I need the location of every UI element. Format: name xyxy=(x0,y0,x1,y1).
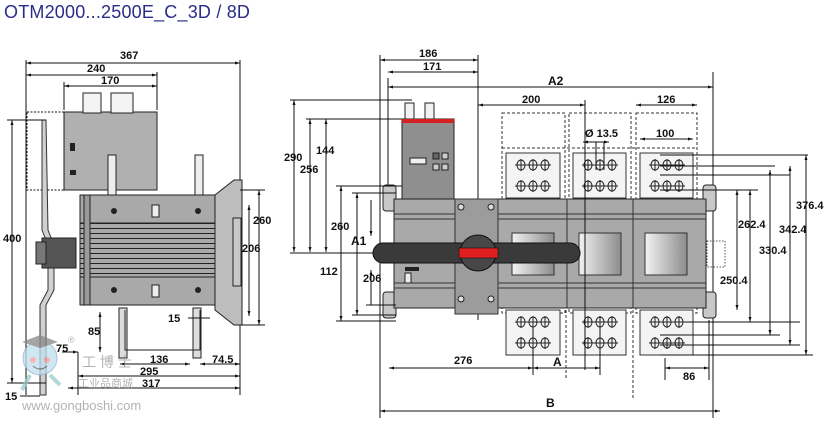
bolt-hole-icon xyxy=(527,316,539,328)
bolt-hole-icon xyxy=(594,159,606,171)
bolt-hole-icon xyxy=(606,316,618,328)
bolt-hole-icon xyxy=(673,316,685,328)
watermark-brand: 工 博 士 xyxy=(82,354,132,370)
drawing-title: OTM2000...2500E_C_3D / 8D xyxy=(4,2,251,22)
watermark-subtitle: 工业品商城 xyxy=(78,376,133,390)
dim-256: 256 xyxy=(300,164,318,176)
bolt-hole-icon xyxy=(649,159,661,171)
front-view-labels: 186 171 A2 200 126 Ø 13.5 100 290 256 14… xyxy=(284,48,824,410)
dim-200: 200 xyxy=(522,94,540,106)
dim-290: 290 xyxy=(284,152,302,164)
bolt-hole-icon xyxy=(582,159,594,171)
side-view xyxy=(7,60,265,397)
bolt-hole-icon xyxy=(539,316,551,328)
bolt-hole-icon xyxy=(527,337,539,349)
dim-A1: A1 xyxy=(351,234,367,248)
dim-240: 240 xyxy=(87,63,105,75)
rotary-handle xyxy=(372,234,581,272)
dim-276: 276 xyxy=(454,355,472,367)
dim-A2: A2 xyxy=(548,74,564,88)
bolt-hole-icon xyxy=(661,180,673,192)
bolt-hole-icon xyxy=(539,337,551,349)
dim-186: 186 xyxy=(419,48,437,60)
dim-206: 206 xyxy=(242,243,260,255)
dim-85: 85 xyxy=(88,326,100,338)
dim-15-bottom: 15 xyxy=(5,391,17,403)
bolt-hole-icon xyxy=(582,337,594,349)
dim-15-top: 15 xyxy=(168,313,180,325)
dim-75: 75 xyxy=(56,343,68,355)
bolt-hole-icon xyxy=(606,337,618,349)
bolt-hole-icon xyxy=(649,316,661,328)
bolt-hole-icon xyxy=(539,180,551,192)
watermark-url: www.gongboshi.com xyxy=(21,398,141,413)
bolt-hole-icon xyxy=(606,180,618,192)
watermark-registered: ® xyxy=(68,335,75,345)
dim-330-4: 330.4 xyxy=(759,245,787,257)
dim-260: 260 xyxy=(331,221,349,233)
dim-206: 206 xyxy=(363,273,381,285)
mascot-logo xyxy=(20,335,62,391)
bolt-hole-icon xyxy=(582,316,594,328)
dim-74-5: 74.5 xyxy=(212,354,233,366)
dim-260: 260 xyxy=(253,215,271,227)
dim-376-4: 376.4 xyxy=(796,200,824,212)
bolt-hole-icon xyxy=(515,316,527,328)
dim-86: 86 xyxy=(683,371,695,383)
terminal-bolt-holes xyxy=(515,159,685,349)
watermark: ® 工 博 士 工业品商城 www.gongboshi.com xyxy=(20,335,141,413)
dim-A: A xyxy=(553,355,562,369)
dim-100: 100 xyxy=(656,128,674,140)
bolt-hole-icon xyxy=(515,180,527,192)
dim-295: 295 xyxy=(140,366,158,378)
bolt-hole-icon xyxy=(673,159,685,171)
side-view-labels: 367 240 170 400 260 206 15 85 75 136 74.… xyxy=(3,50,271,403)
dim-136: 136 xyxy=(150,354,168,366)
dim-144: 144 xyxy=(316,145,335,157)
dim-367: 367 xyxy=(120,50,138,62)
dim-hole-diameter: Ø 13.5 xyxy=(585,128,618,140)
dim-342-4: 342.4 xyxy=(779,224,807,236)
bolt-hole-icon xyxy=(527,180,539,192)
bolt-hole-icon xyxy=(606,159,618,171)
bolt-hole-icon xyxy=(661,159,673,171)
bolt-hole-icon xyxy=(539,159,551,171)
dim-170: 170 xyxy=(101,75,119,87)
bolt-hole-icon xyxy=(515,337,527,349)
dim-400: 400 xyxy=(3,233,21,245)
bolt-hole-icon xyxy=(515,159,527,171)
bolt-hole-icon xyxy=(661,316,673,328)
dim-112: 112 xyxy=(320,266,338,278)
bolt-hole-icon xyxy=(582,180,594,192)
bolt-hole-icon xyxy=(673,180,685,192)
bolt-hole-icon xyxy=(594,180,606,192)
bolt-hole-icon xyxy=(594,337,606,349)
bolt-hole-icon xyxy=(649,337,661,349)
dim-171: 171 xyxy=(423,61,441,73)
dim-250-4: 250.4 xyxy=(720,275,748,287)
dim-B: B xyxy=(546,396,555,410)
bolt-hole-icon xyxy=(673,337,685,349)
dim-126: 126 xyxy=(657,94,675,106)
bolt-hole-icon xyxy=(527,159,539,171)
bolt-hole-icon xyxy=(661,337,673,349)
bolt-hole-icon xyxy=(594,316,606,328)
bolt-hole-icon xyxy=(649,180,661,192)
dim-317: 317 xyxy=(142,378,160,390)
dim-262-4: 262.4 xyxy=(738,219,766,231)
handle-red-indicator xyxy=(458,247,499,259)
